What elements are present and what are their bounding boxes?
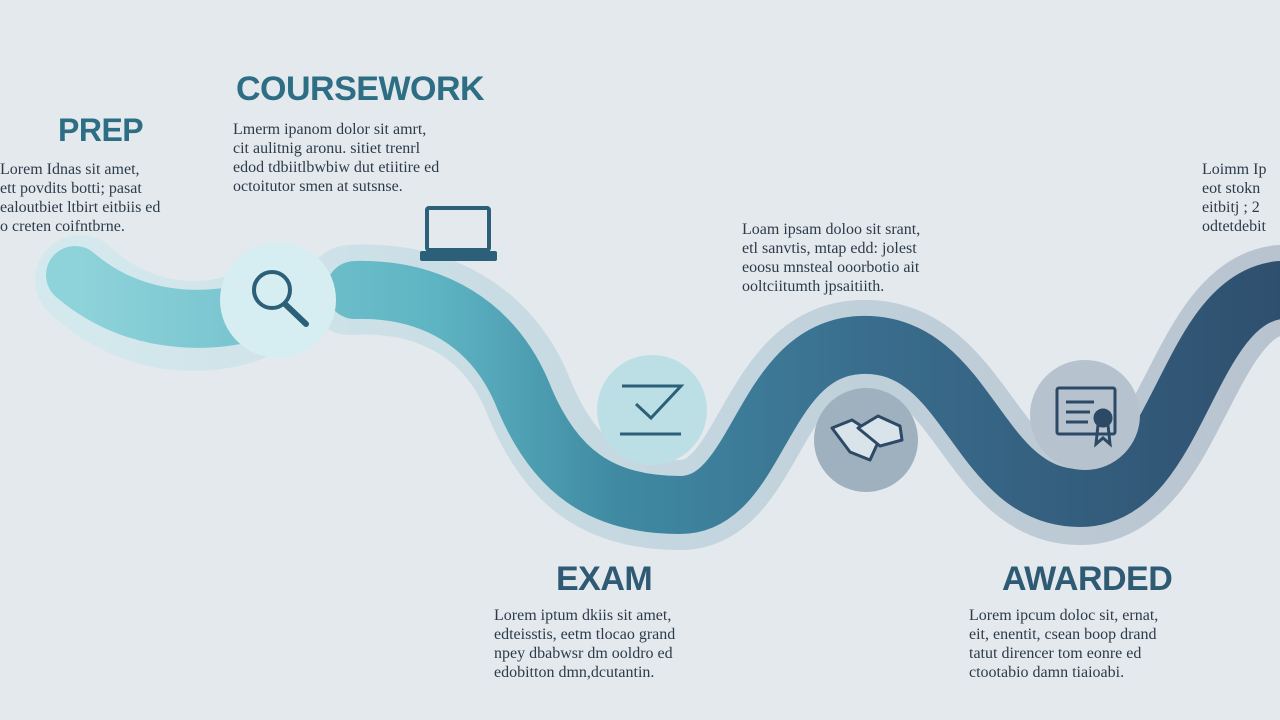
middle-description: Loam ipsam doloo sit srant, etl sanvtis,… <box>742 220 920 296</box>
exam-line-2: edteisstis, eetm tlocao grand <box>494 626 676 643</box>
coursework-title: COURSEWORK <box>236 70 485 108</box>
right-description: Loimm Ip eot stokn eitbitj ; 2 odtetdebi… <box>1202 160 1266 236</box>
coursework-line-1: Lmerm ipanom dolor sit amrt, <box>233 121 427 138</box>
exam-circle[interactable] <box>597 355 707 465</box>
exam-line-1: Lorem iptum dkiis sit amet, <box>494 607 672 624</box>
coursework-line-2: cit aulitnig aronu. sitiet trenrl <box>233 140 421 157</box>
middle-line-4: ooltciitumth jpsaitiith. <box>742 278 885 295</box>
checkmark-icon <box>620 384 685 436</box>
laptop-icon <box>420 206 497 261</box>
awarded-line-1: Lorem ipcum doloc sit, ernat, <box>969 607 1159 624</box>
prep-line-1: Lorem Idnas sit amet, <box>0 161 140 178</box>
exam-title: EXAM <box>556 560 653 598</box>
coursework-line-4: octoitutor smen at sutsnse. <box>233 178 403 195</box>
right-line-2: eot stokn <box>1202 180 1261 197</box>
exam-description: Lorem iptum dkiis sit amet, edteisstis, … <box>494 606 675 682</box>
exam-line-3: npey dbabwsr dm ooldro ed <box>494 645 673 662</box>
coursework-description: Lmerm ipanom dolor sit amrt, cit aulitni… <box>233 120 439 196</box>
awarded-line-3: tatut direncer tom eonre ed <box>969 645 1142 662</box>
prep-title: PREP <box>58 112 144 148</box>
awarded-circle[interactable] <box>1030 360 1140 470</box>
certificate-icon <box>1055 386 1117 448</box>
awarded-line-4: ctootabio damn tiaioabi. <box>969 664 1125 681</box>
prep-line-3: ealoutbiet ltbirt eitbiis ed <box>0 199 161 216</box>
magnifier-icon <box>252 270 309 327</box>
coursework-line-3: edod tdbiitlbwbiw dut etiitire ed <box>233 159 440 176</box>
middle-line-1: Loam ipsam doloo sit srant, <box>742 221 921 238</box>
prep-line-2: ett povdits botti; pasat <box>0 180 142 197</box>
right-line-3: eitbitj ; 2 <box>1202 199 1260 216</box>
right-line-1: Loimm Ip <box>1202 161 1267 178</box>
exam-line-4: edobitton dmn,dcutantin. <box>494 664 655 681</box>
right-line-4: odtetdebit <box>1202 218 1266 235</box>
awarded-description: Lorem ipcum doloc sit, ernat, eit, enent… <box>969 606 1158 682</box>
prep-circle[interactable] <box>220 242 336 358</box>
awarded-title: AWARDED <box>1002 560 1173 598</box>
middle-line-2: etl sanvtis, mtap edd: jolest <box>742 240 917 257</box>
prep-line-4: o creten coifntbrne. <box>0 218 125 235</box>
awarded-line-2: eit, enentit, csean boop drand <box>969 626 1157 643</box>
prep-description: Lorem Idnas sit amet, ett povdits botti;… <box>0 160 160 236</box>
middle-line-3: eoosu mnsteal ooorbotio ait <box>742 259 920 276</box>
handshake-icon <box>830 414 904 462</box>
